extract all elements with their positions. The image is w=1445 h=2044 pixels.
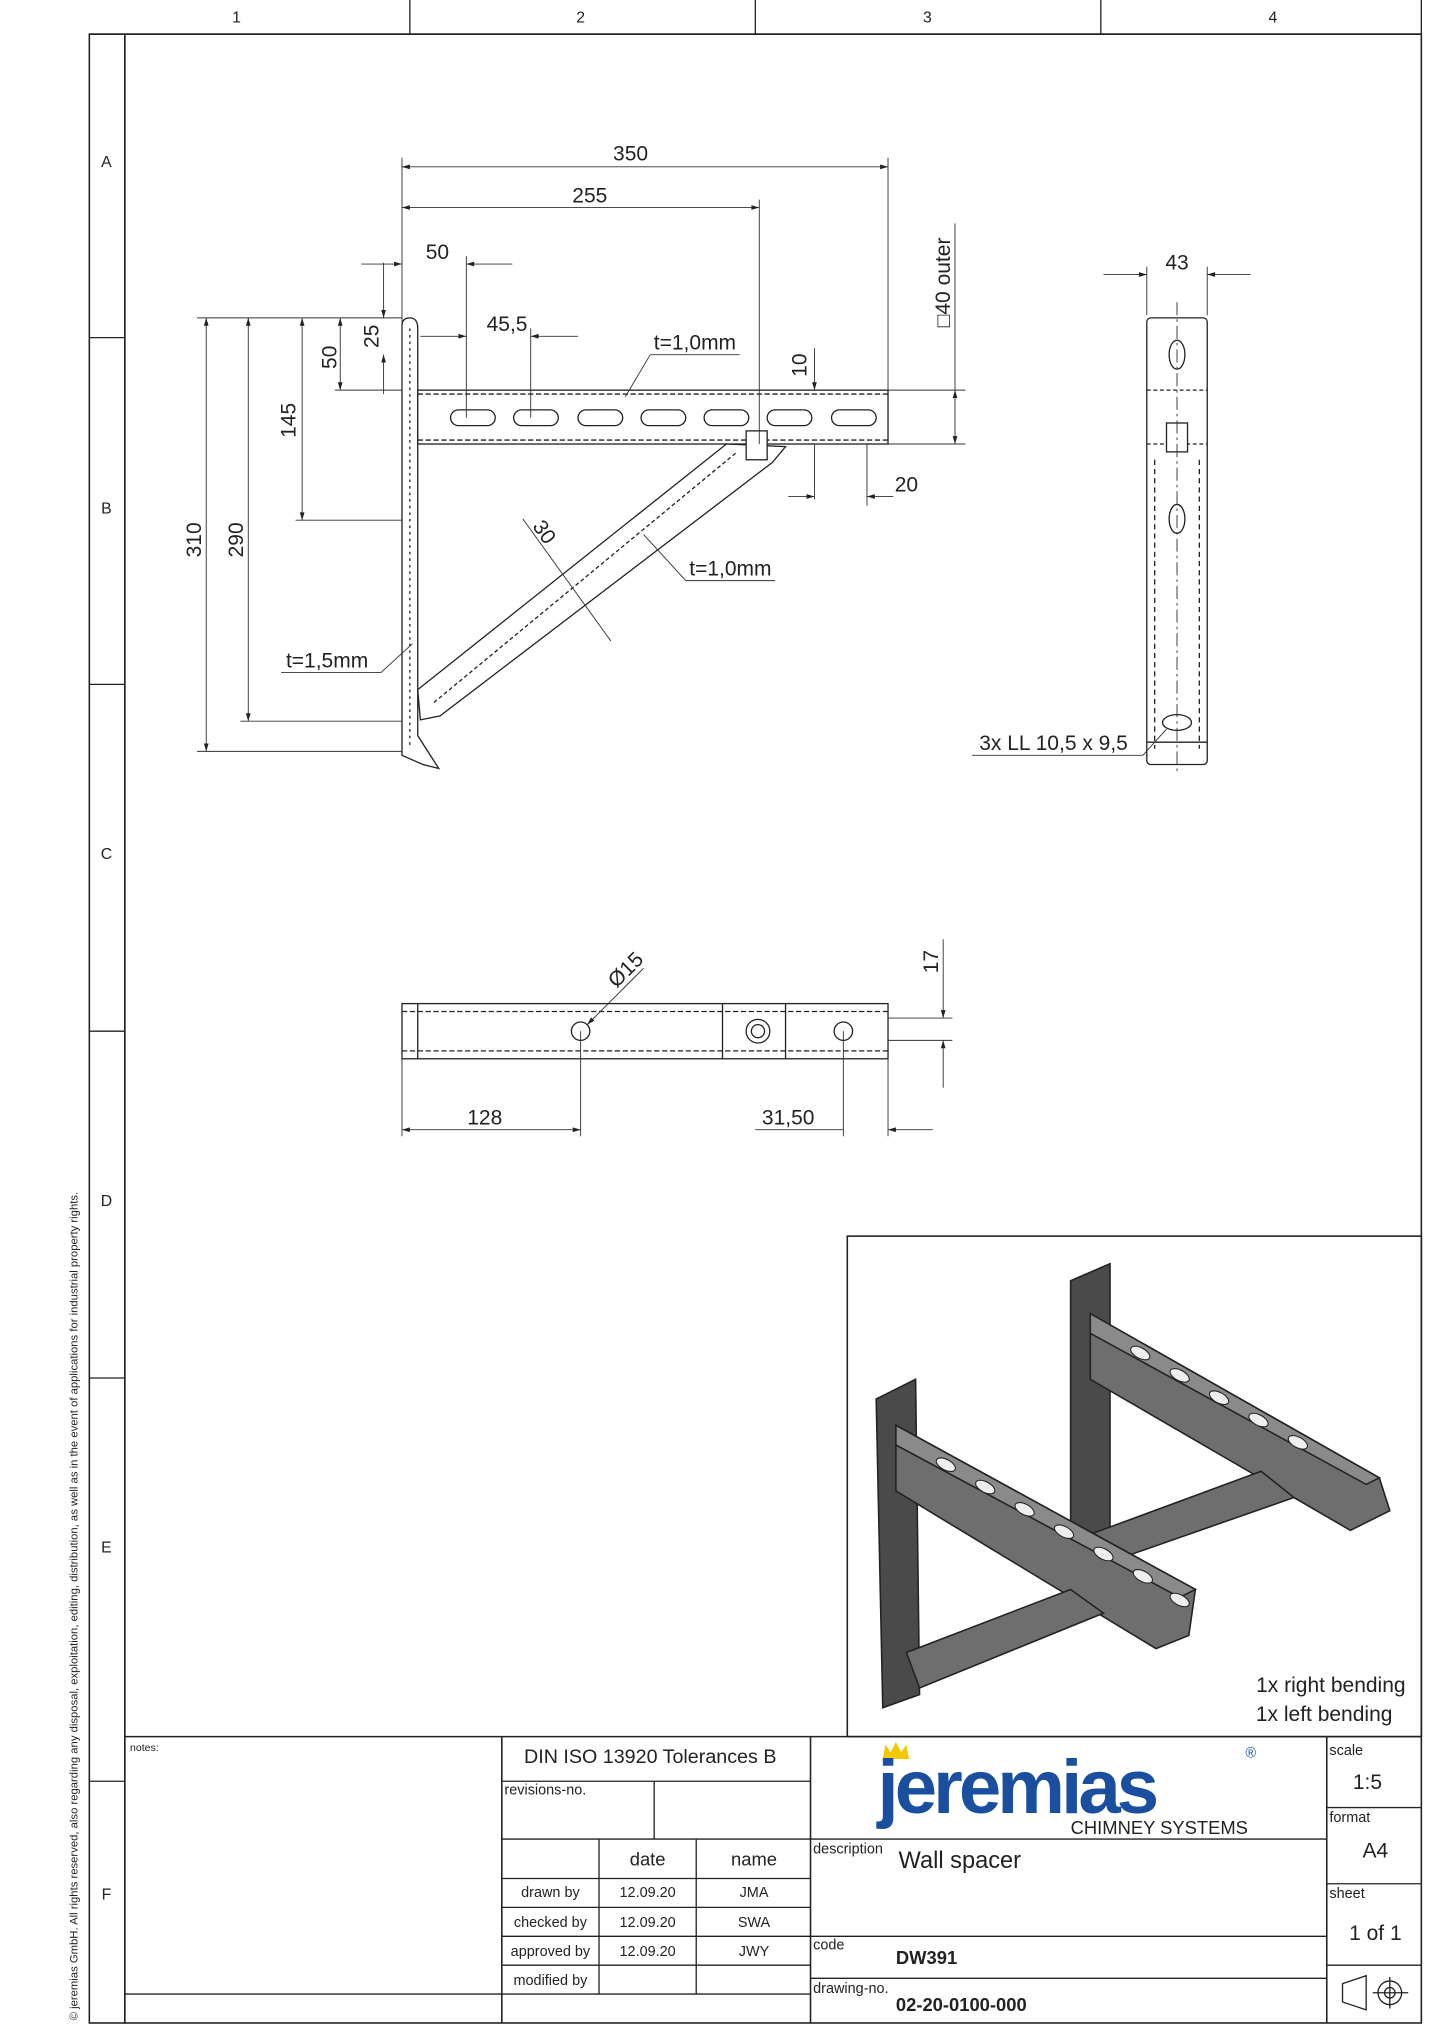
dim-50-vertical: 50 <box>318 346 341 369</box>
table-row: modified by <box>513 1973 588 1989</box>
sheet-label: sheet <box>1329 1886 1364 1902</box>
table-row: drawn by 12.09.20 JMA <box>521 1885 769 1901</box>
description-label: description <box>813 1842 883 1858</box>
column-label: 4 <box>1269 9 1278 26</box>
row-date: 12.09.20 <box>620 1915 676 1931</box>
dim-310: 310 <box>183 522 206 557</box>
tolerances-label: DIN ISO 13920 Tolerances B <box>524 1746 776 1768</box>
code-value: DW391 <box>896 1947 957 1968</box>
thickness-rail-label: t=1,5mm <box>286 649 368 672</box>
row-name: JMA <box>740 1885 769 1901</box>
thickness-strut-label: t=1,0mm <box>689 557 771 580</box>
dim-10: 10 <box>789 354 812 377</box>
copyright-text: © jeremias GmbH. All rights reserved, al… <box>69 1192 81 2021</box>
dim-43: 43 <box>1165 251 1188 274</box>
end-view: 43 3x LL 10,5 x 9,5 <box>972 251 1251 776</box>
dim-290: 290 <box>225 522 248 557</box>
row-label: B <box>101 501 112 518</box>
logo-subtitle: CHIMNEY SYSTEMS <box>1071 1817 1248 1838</box>
dim-128: 128 <box>467 1106 502 1129</box>
dim-50-horizontal: 50 <box>426 241 449 264</box>
title-block: notes: DIN ISO 13920 Tolerances B revisi… <box>124 1735 1422 2023</box>
column-label: 1 <box>232 9 241 26</box>
registered-mark: ® <box>1245 1746 1256 1762</box>
row-role: modified by <box>513 1973 588 1989</box>
jeremias-logo: jeremias ® CHIMNEY SYSTEMS <box>876 1741 1256 1838</box>
revisions-label: revisions-no. <box>504 1782 586 1798</box>
dim-255: 255 <box>572 184 607 207</box>
isometric-view: 1x right bending 1x left bending <box>846 1235 1423 1738</box>
top-view: 128 31,50 Ø15 17 <box>401 939 953 1137</box>
row-name: SWA <box>738 1915 771 1931</box>
side-view: 350 255 50 45,5 310 290 145 50 25 10 <box>183 142 966 770</box>
dim-25: 25 <box>360 325 383 348</box>
dim-17: 17 <box>920 950 943 973</box>
table-row: checked by 12.09.20 SWA <box>514 1915 771 1931</box>
sheet-value: 1 of 1 <box>1349 1922 1402 1945</box>
logo-wordmark: jeremias <box>876 1745 1157 1830</box>
dim-350: 350 <box>613 142 648 165</box>
row-label: A <box>101 154 112 171</box>
drawing-border <box>124 33 1423 2024</box>
row-date: 12.09.20 <box>620 1885 676 1901</box>
thickness-arm-label: t=1,0mm <box>654 331 736 354</box>
row-role: approved by <box>511 1944 591 1960</box>
right-bending-note: 1x right bending <box>1256 1674 1405 1697</box>
wall-rail <box>401 317 441 770</box>
dim-40-outer: □40 outer <box>932 238 955 328</box>
row-role: checked by <box>514 1915 588 1931</box>
notes-label: notes: <box>130 1742 159 1754</box>
format-label: format <box>1329 1810 1370 1826</box>
row-name: JWY <box>739 1944 770 1960</box>
drawing-no-label: drawing-no. <box>813 1981 888 1997</box>
crown-icon <box>882 1741 910 1759</box>
scale-value: 1:5 <box>1353 1771 1382 1794</box>
row-strip: A B C D E F <box>88 33 126 2024</box>
row-role: drawn by <box>521 1885 580 1901</box>
table-row: approved by 12.09.20 JWY <box>511 1944 770 1960</box>
format-value: A4 <box>1363 1839 1389 1862</box>
left-bending-note: 1x left bending <box>1256 1703 1393 1726</box>
row-label: F <box>102 1887 112 1904</box>
column-label: 2 <box>576 9 585 26</box>
row-label: C <box>101 846 112 863</box>
row-label: E <box>101 1540 112 1557</box>
table-header-date: date <box>630 1848 666 1869</box>
scale-label: scale <box>1329 1743 1363 1759</box>
row-date: 12.09.20 <box>620 1944 676 1960</box>
diagonal-strut <box>417 443 787 721</box>
dim-20: 20 <box>895 473 918 496</box>
dim-30: 30 <box>528 516 560 548</box>
code-label: code <box>813 1937 844 1953</box>
column-label: 3 <box>923 9 932 26</box>
dim-45-5: 45,5 <box>487 313 528 336</box>
description-value: Wall spacer <box>899 1848 1022 1874</box>
dim-diameter-15: Ø15 <box>604 948 648 992</box>
dim-31-50: 31,50 <box>762 1106 815 1129</box>
column-header: 1 2 3 4 <box>89 0 1423 35</box>
holes-note: 3x LL 10,5 x 9,5 <box>979 732 1128 755</box>
bolt <box>745 430 768 461</box>
row-label: D <box>101 1193 112 1210</box>
projection-symbol-icon <box>1341 1974 1409 2011</box>
dim-145: 145 <box>278 403 301 438</box>
table-header-name: name <box>731 1848 777 1869</box>
arm-slots <box>449 409 877 427</box>
drawing-no-value: 02-20-0100-000 <box>896 1994 1027 2015</box>
